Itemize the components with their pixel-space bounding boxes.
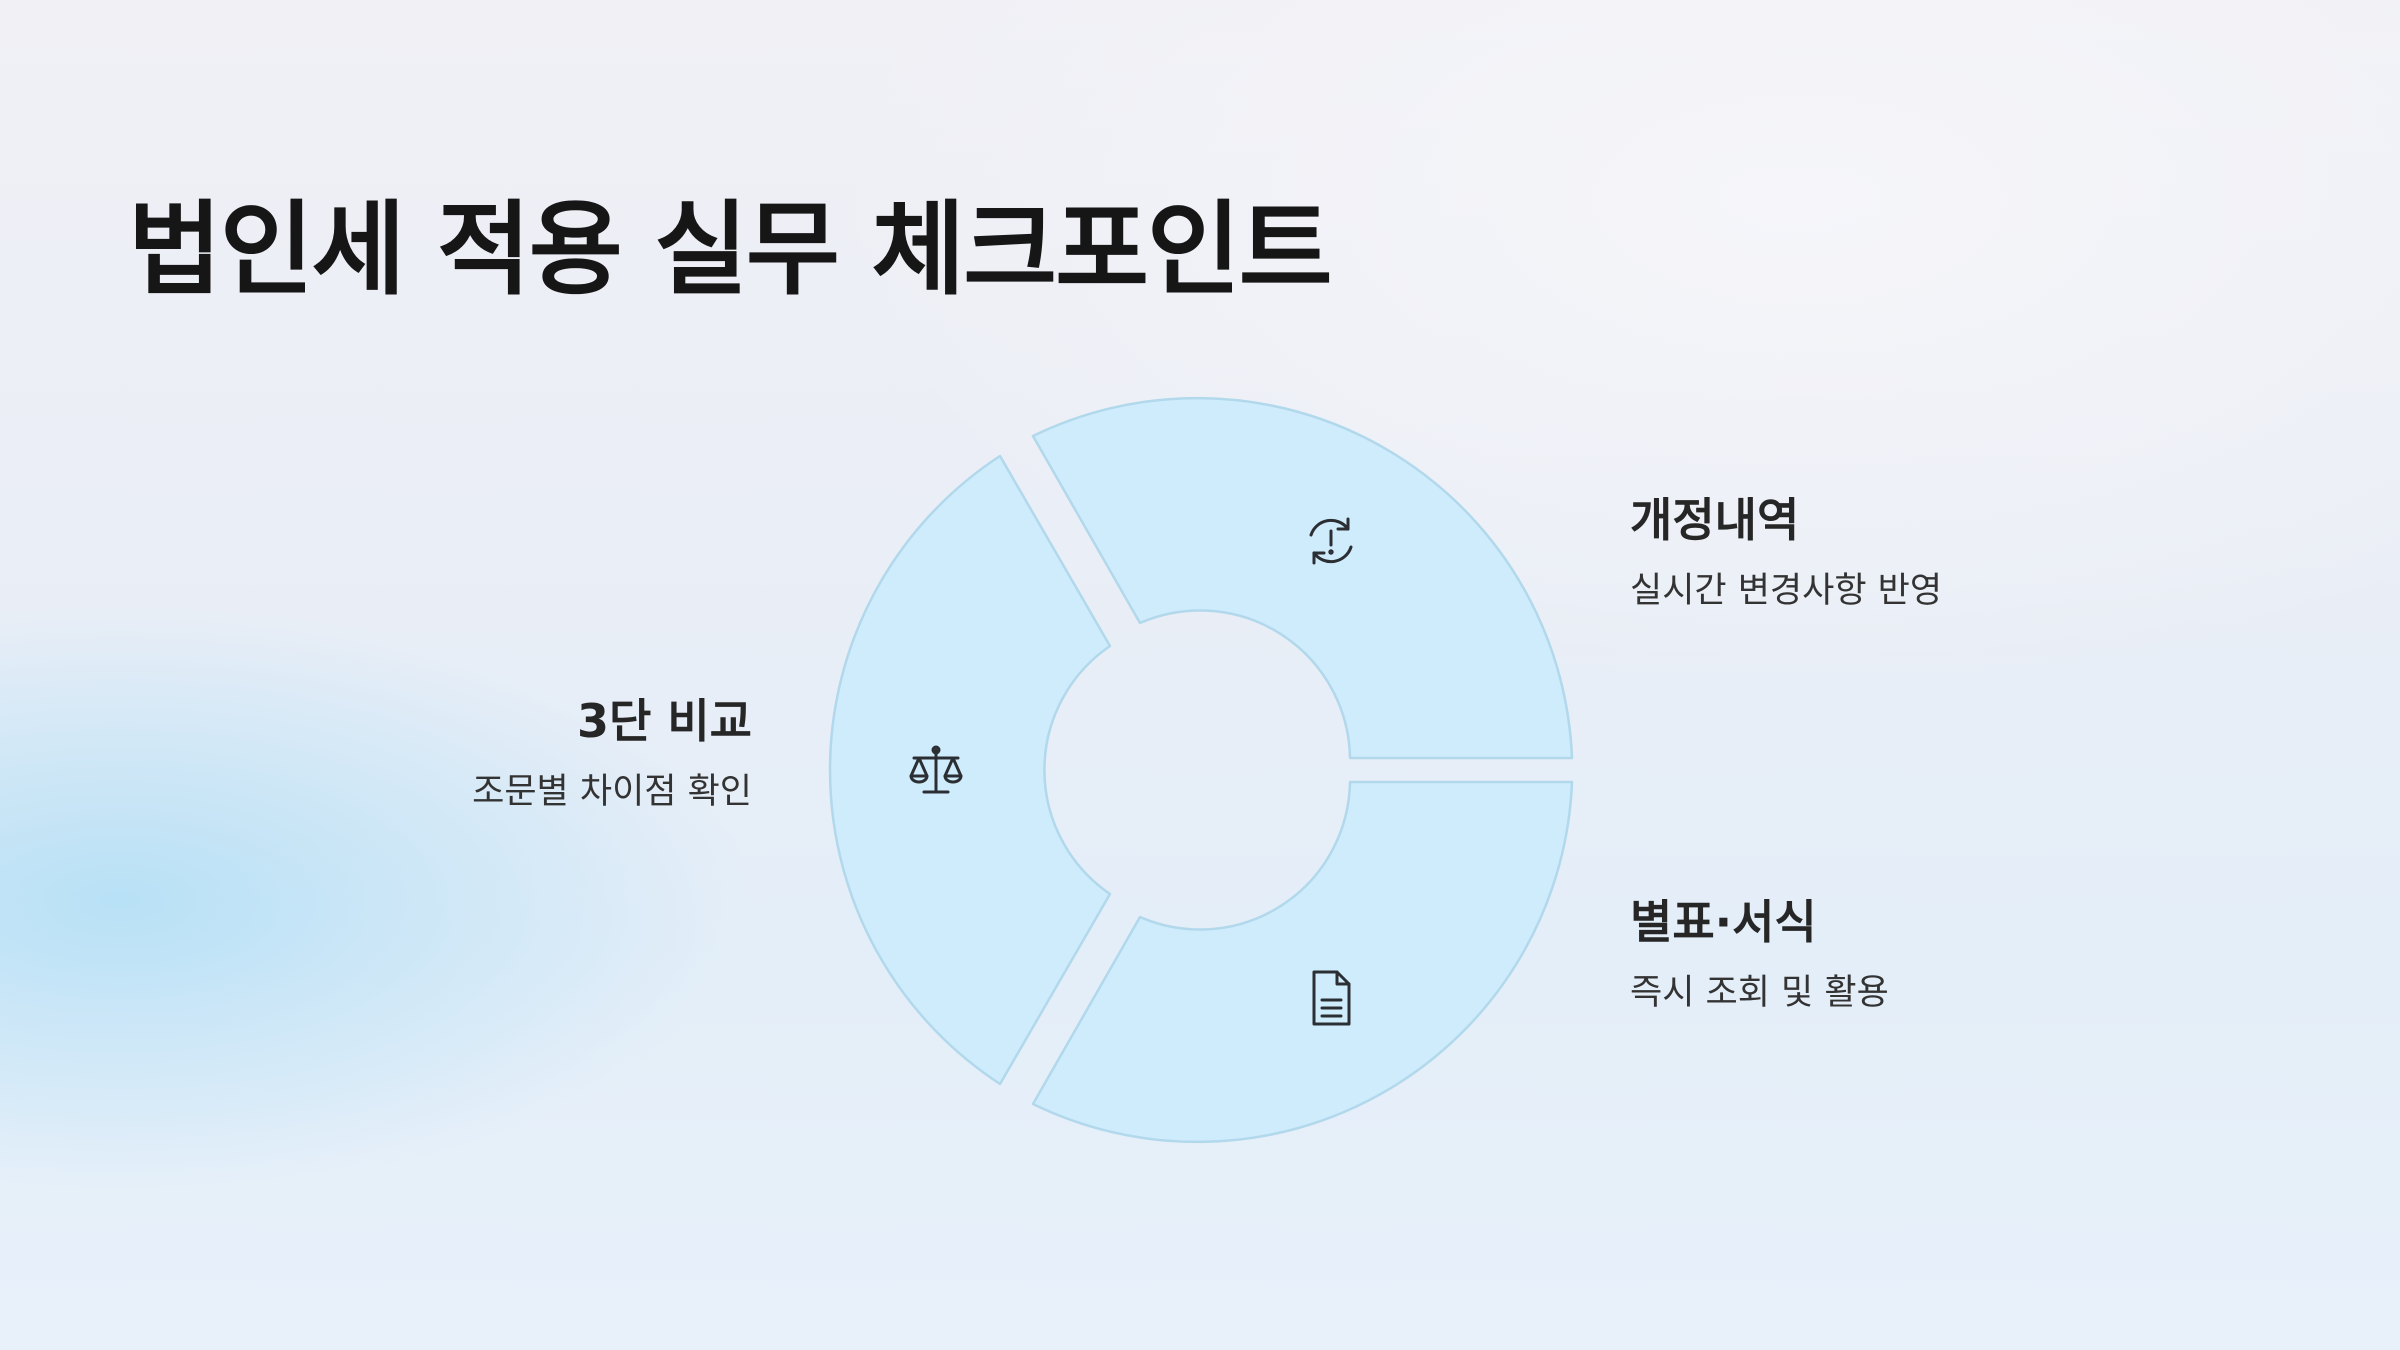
- refresh-alert-icon: [1309, 517, 1353, 565]
- scale-icon: [909, 745, 963, 794]
- label-description: 조문별 차이점 확인: [472, 772, 752, 813]
- segment-top-right[interactable]: [1031, 396, 1574, 760]
- segment-left[interactable]: [828, 454, 1112, 1086]
- segment-bottom-right[interactable]: [1031, 780, 1574, 1144]
- label-top-right: 개정내역 실시간 변경사항 반영: [1630, 493, 1942, 612]
- page-title: 법인세 적용 실무 체크포인트: [128, 191, 1333, 310]
- label-left: 3단 비교 조문별 차이점 확인: [472, 694, 752, 813]
- document-icon: [1312, 970, 1351, 1026]
- label-description: 실시간 변경사항 반영: [1630, 571, 1943, 612]
- label-bottom-right: 별표·서식 즉시 조회 및 활용: [1630, 895, 1889, 1014]
- label-heading: 3단 비교: [577, 694, 752, 748]
- label-description: 즉시 조회 및 활용: [1630, 973, 1889, 1014]
- label-heading: 별표·서식: [1630, 895, 1817, 949]
- label-heading: 개정내역: [1630, 493, 1800, 547]
